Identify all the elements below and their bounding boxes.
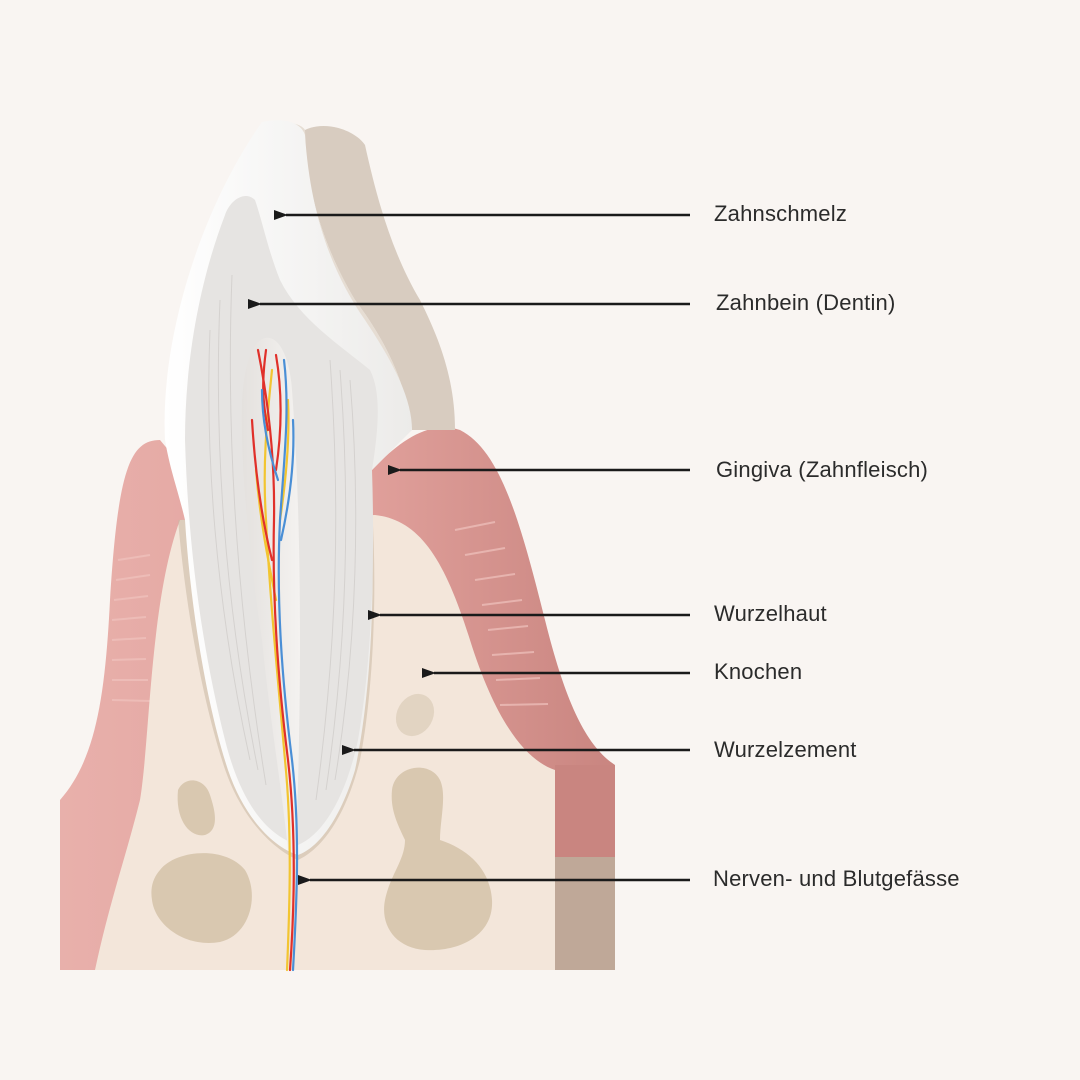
label-bone: Knochen (714, 659, 803, 684)
label-gingiva: Gingiva (Zahnfleisch) (716, 457, 929, 482)
label-dentin: Zahnbein (Dentin) (716, 290, 896, 315)
label-nerves-vessels: Nerven- und Blutgefässe (713, 866, 960, 891)
annotation-arrows (248, 210, 690, 885)
label-enamel: Zahnschmelz (714, 201, 848, 226)
label-periodontium: Wurzelhaut (714, 601, 827, 626)
nerves-and-vessels (250, 348, 299, 972)
label-cementum: Wurzelzement (714, 737, 857, 762)
